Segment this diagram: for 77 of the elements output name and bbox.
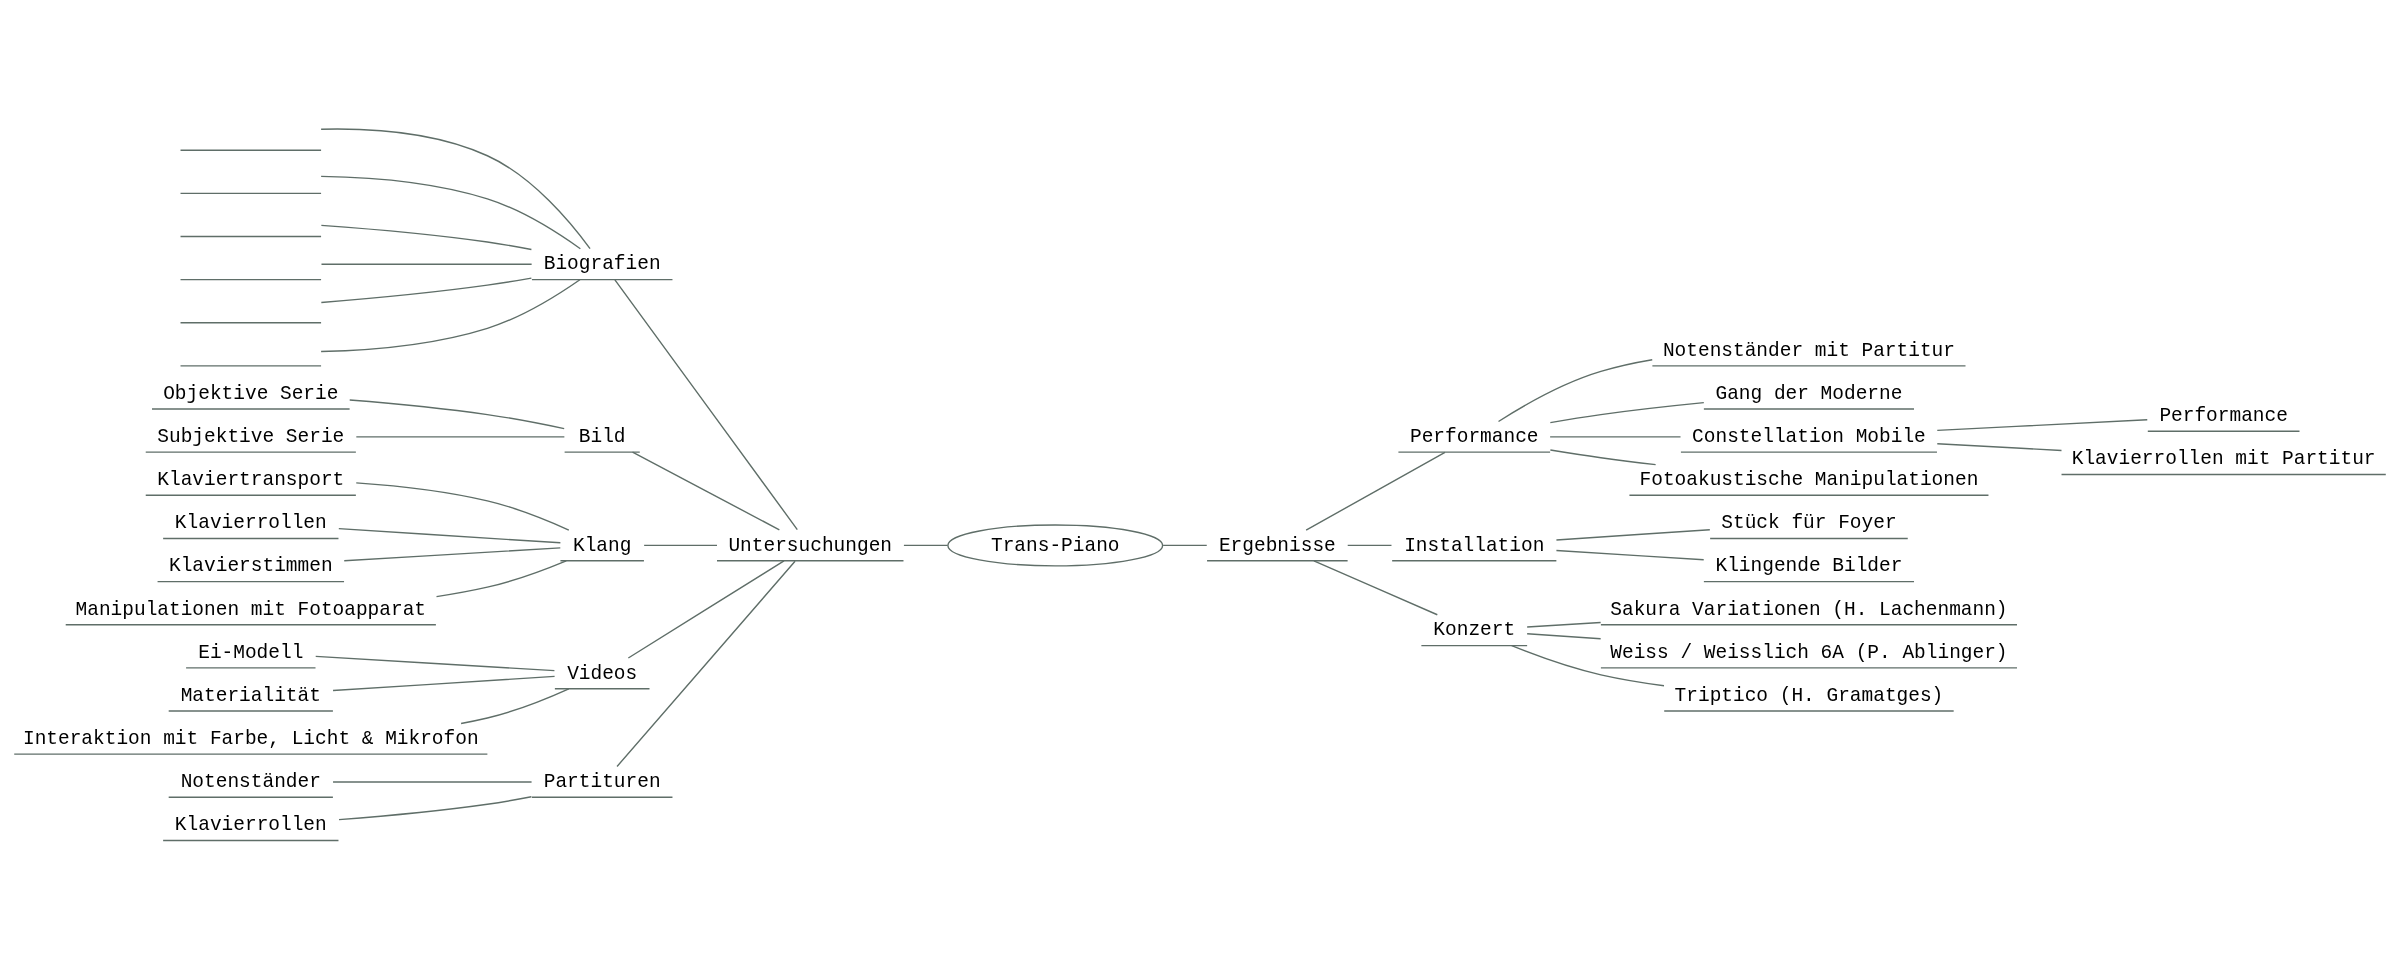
connector (355, 436, 566, 438)
connector (320, 277, 533, 304)
node-line (179, 149, 322, 151)
connector (614, 279, 798, 531)
connector (1305, 451, 1446, 531)
connector (616, 560, 796, 768)
node-text: Klang (572, 534, 632, 557)
node-text: Objektive Serie (163, 382, 339, 405)
node-text: Stück für Foyer (1721, 512, 1897, 535)
connector (1555, 549, 1705, 561)
connector (1549, 449, 1657, 466)
connector (1511, 645, 1665, 687)
node-text: Notenständer mit Partitur (1662, 339, 1955, 362)
connector (320, 263, 533, 265)
connector (320, 279, 581, 353)
node-text: Klavierrollen (174, 512, 327, 535)
node-line (179, 192, 322, 194)
node-text: Konzert (1433, 619, 1516, 642)
connector (1936, 443, 2063, 452)
node-text: Fotoakustische Manipulationen (1639, 469, 1979, 492)
node-text: Bild (578, 426, 626, 449)
connector (355, 482, 570, 531)
node-text: Ergebnisse (1218, 534, 1336, 557)
node-text: Klaviertransport (157, 469, 345, 492)
node-text: Klavierrollen mit Partitur (2071, 448, 2376, 471)
node-text: Untersuchungen (728, 534, 893, 557)
node-text: Manipulationen mit Fotoapparat (75, 598, 427, 621)
node-text: Materialität (180, 684, 321, 707)
connector (631, 451, 781, 531)
node-text: Interaktion mit Farbe, Licht & Mikrofon (22, 727, 479, 750)
connector (1347, 544, 1393, 547)
node-text: Installation (1404, 534, 1545, 557)
connector (343, 547, 561, 562)
node-line (179, 365, 322, 367)
connector (338, 528, 562, 544)
connector (643, 544, 718, 547)
node-line (179, 278, 322, 281)
connector (1936, 419, 2148, 432)
connector (435, 560, 567, 598)
connector (1526, 621, 1602, 628)
node-text: Klingende Bilder (1715, 555, 1903, 578)
connector (1162, 544, 1208, 547)
node-text: Klavierstimmen (169, 555, 333, 578)
connector (320, 224, 533, 251)
connector (315, 655, 556, 672)
node-text: Biografien (543, 253, 661, 276)
node-text: Videos (567, 662, 638, 685)
node-text: Partituren (543, 771, 661, 794)
connector (320, 175, 582, 250)
connector (338, 796, 533, 821)
connector (332, 781, 533, 783)
node-text: Ei-Modell (198, 641, 304, 664)
node-line (179, 235, 322, 238)
connector (1549, 401, 1705, 424)
node-text: Sakura Variationen (H. Lachenmann) (1610, 598, 2008, 621)
connector (1555, 529, 1711, 541)
node-text: Performance (2159, 405, 2288, 428)
connector (320, 128, 591, 250)
connector (1526, 633, 1602, 640)
node-text: Weiss / Weisslich 6A (P. Ablinger) (1610, 641, 2008, 664)
connector (332, 675, 556, 692)
connector (1549, 436, 1682, 438)
node-text: Constellation Mobile (1692, 426, 1926, 449)
connector (627, 560, 785, 659)
node-ellipse: Trans-Piano (947, 524, 1164, 567)
node-text: Notenständer (180, 771, 321, 794)
connector (1497, 359, 1653, 423)
node-text: Triptico (H. Gramatges) (1674, 684, 1944, 707)
node-line (179, 322, 322, 324)
connector (349, 399, 565, 430)
node-text: Gang der Moderne (1715, 382, 1903, 405)
node-text: Klavierrollen (174, 814, 327, 837)
connector (460, 688, 570, 725)
connector (1313, 560, 1438, 616)
node-text: Performance (1410, 426, 1539, 449)
connector (903, 544, 949, 547)
node-text: Subjektive Serie (157, 426, 345, 449)
